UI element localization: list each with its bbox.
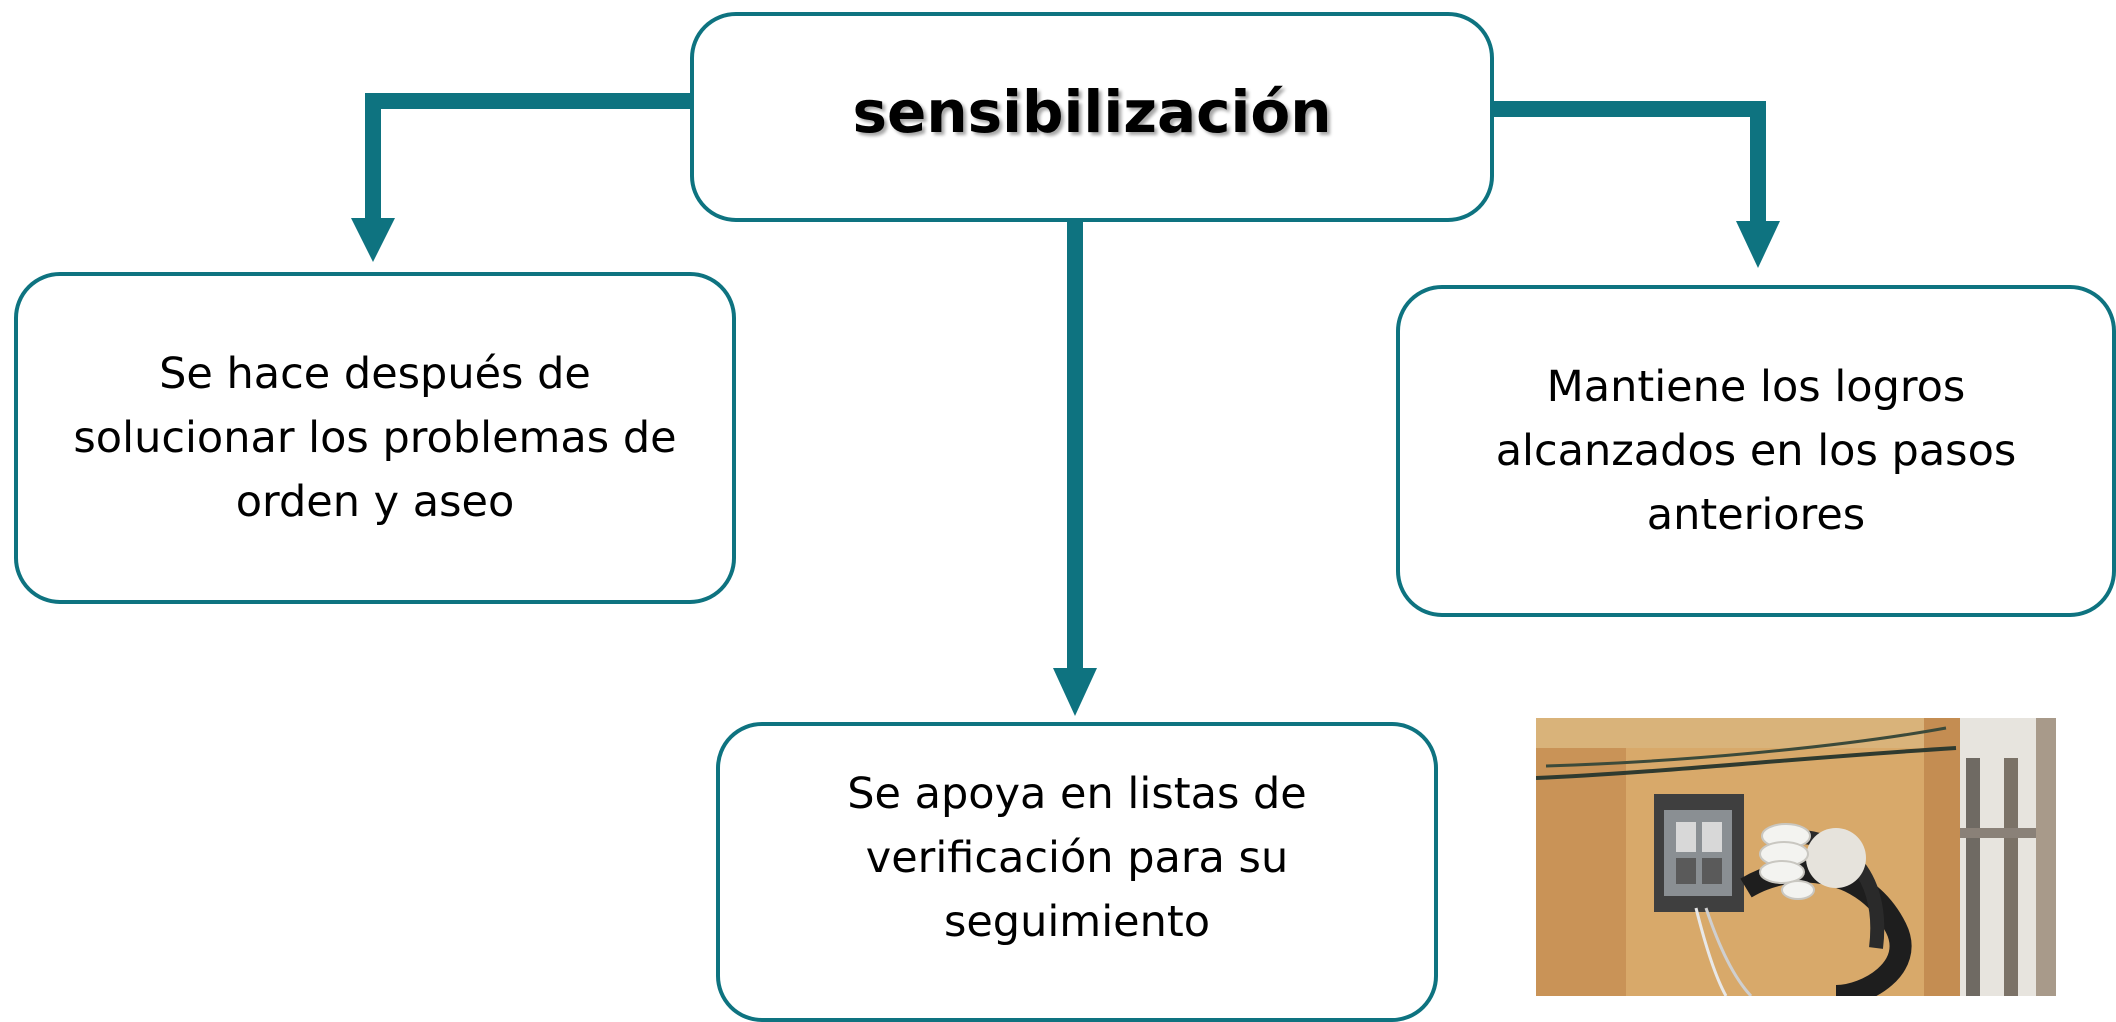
electrical-box-photo [1536, 718, 2056, 996]
arrowhead-left [351, 218, 395, 262]
child-node-left: Se hace después de solucionar los proble… [14, 272, 736, 604]
photo-illustration [1536, 718, 2056, 996]
child-node-right-label: Mantiene los logros alcanzados en los pa… [1495, 362, 2017, 540]
concept-map: sensibilización Se hace después de soluc… [14, 12, 2116, 1022]
connector-left [365, 93, 690, 228]
root-node-label: sensibilización [852, 78, 1332, 146]
child-node-bottom: Se apoya en listas de verificación para … [716, 722, 1438, 1022]
arrowhead-right [1736, 221, 1780, 268]
connector-layer [351, 93, 1780, 716]
connector-right [1464, 101, 1766, 230]
child-node-left-label: Se hace después de solucionar los proble… [73, 349, 677, 527]
child-node-right: Mantiene los logros alcanzados en los pa… [1396, 285, 2116, 617]
arrowhead-bottom [1053, 668, 1097, 716]
child-node-bottom-label: Se apoya en listas de verificación para … [847, 769, 1307, 947]
root-node: sensibilización [690, 12, 1494, 222]
